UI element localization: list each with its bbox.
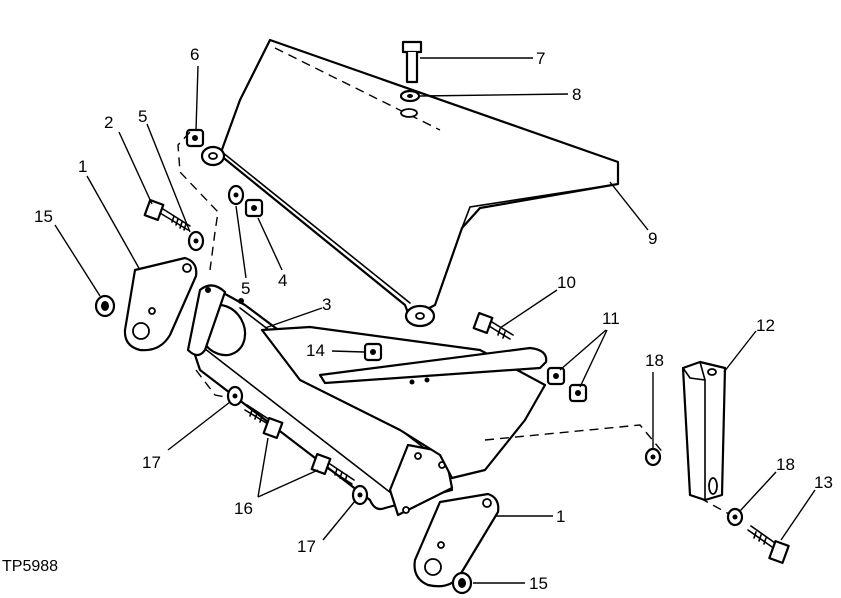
washer-15-left — [94, 294, 116, 318]
leader-lines — [54, 57, 816, 584]
bracket-12 — [681, 360, 727, 502]
washer-18-upper — [644, 447, 662, 467]
bracket-arm — [260, 325, 666, 480]
bolt-16-upper — [244, 404, 284, 440]
nut-11-lower — [568, 383, 588, 403]
nut-6 — [185, 128, 205, 148]
washer-15-right — [451, 571, 473, 595]
washer-18-lower — [726, 507, 744, 527]
callout-1-left: 1 — [78, 157, 87, 176]
callout-11: 11 — [602, 309, 620, 328]
washer-17-upper — [226, 385, 244, 407]
callout-17-left: 17 — [142, 453, 161, 472]
bolt-13 — [747, 525, 790, 564]
callout-1-right: 1 — [556, 507, 565, 526]
nut-11-upper — [546, 366, 566, 386]
tube-end-plate-left — [186, 284, 227, 357]
callout-14: 14 — [306, 341, 325, 360]
callout-16: 16 — [234, 499, 253, 518]
washer-5-upper — [227, 184, 245, 206]
callout-4: 4 — [278, 271, 287, 290]
callout-17-lower: 17 — [297, 537, 316, 556]
plate-1-left — [123, 256, 198, 352]
callout-15-right: 15 — [529, 574, 548, 593]
callout-13: 13 — [814, 473, 833, 492]
callout-10: 10 — [557, 273, 576, 292]
nut-4 — [244, 198, 264, 218]
washer-8 — [399, 89, 421, 118]
washer-17-lower — [351, 484, 369, 506]
bolt-10 — [472, 311, 514, 340]
plate-1-right — [413, 492, 500, 588]
callout-8: 8 — [572, 85, 581, 104]
callout-5-upper: 5 — [138, 107, 147, 126]
rivet — [205, 287, 211, 293]
nut-14 — [363, 342, 383, 362]
bolt-16-lower — [310, 452, 355, 485]
callout-2: 2 — [104, 113, 113, 132]
callout-7: 7 — [536, 49, 545, 68]
callout-15-left: 15 — [34, 207, 53, 226]
bolt-2 — [143, 198, 191, 231]
assembly-line-6 — [177, 131, 219, 271]
callout-12: 12 — [756, 316, 775, 335]
rivet — [238, 298, 244, 304]
callout-3: 3 — [322, 295, 331, 314]
callout-18-upper: 18 — [645, 351, 664, 370]
callout-9: 9 — [648, 229, 657, 248]
callout-5-lower: 5 — [241, 279, 250, 298]
callout-18-lower: 18 — [776, 455, 795, 474]
shield-cover — [200, 38, 620, 328]
bolt-7 — [401, 40, 423, 84]
callout-labels: 6 7 8 9 2 5 1 15 5 4 3 10 11 12 18 14 17… — [34, 45, 833, 593]
washer-5-lower — [187, 230, 205, 252]
figure-reference-id: TP5988 — [2, 558, 58, 575]
callout-6: 6 — [190, 45, 199, 64]
